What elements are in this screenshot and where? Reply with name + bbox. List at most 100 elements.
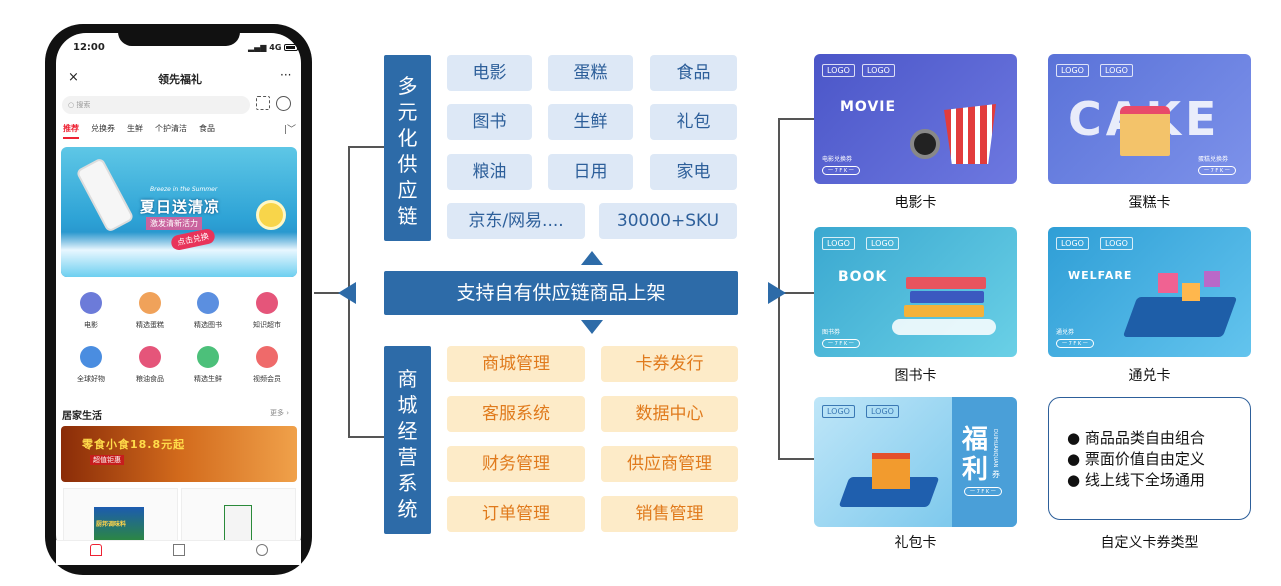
supply-item-grain: 粮油 bbox=[447, 154, 532, 190]
feature-text: 票面价值自由定义 bbox=[1084, 450, 1205, 468]
icon-label-book: 精选图书 bbox=[194, 321, 222, 329]
scan-icon[interactable] bbox=[256, 96, 270, 110]
status-time: 12:00 bbox=[73, 42, 105, 53]
promo-strip[interactable] bbox=[61, 426, 297, 482]
status-indicators: ▂▄▆ 4G bbox=[248, 43, 299, 52]
video-icon[interactable] bbox=[256, 346, 278, 368]
user-icon[interactable] bbox=[256, 544, 268, 556]
card-word-suffix: 券 bbox=[992, 470, 1000, 479]
globe-icon[interactable] bbox=[80, 346, 102, 368]
supply-item-book: 图书 bbox=[447, 104, 532, 140]
message-icon[interactable] bbox=[276, 96, 291, 111]
search-icon: ○ bbox=[68, 101, 75, 109]
product-image bbox=[94, 507, 144, 543]
icon-label-video: 视频会员 bbox=[253, 375, 281, 383]
banner-english: Breeze in the Summer bbox=[150, 186, 218, 193]
label-char: 化 bbox=[397, 126, 418, 150]
card-word: MOVIE bbox=[840, 99, 897, 115]
label-char: 元 bbox=[397, 100, 418, 124]
tab-fresh[interactable]: 生鲜 bbox=[127, 124, 143, 133]
close-icon[interactable]: × bbox=[68, 70, 79, 85]
label-char: 统 bbox=[397, 497, 418, 521]
grain-icon[interactable] bbox=[139, 346, 161, 368]
arrow-right-icon bbox=[768, 282, 786, 304]
arrow-up-icon bbox=[581, 251, 603, 265]
card-small-text: 电影兑换券 bbox=[822, 156, 853, 163]
tab-recommend[interactable]: 推荐 bbox=[63, 123, 79, 139]
product-card[interactable] bbox=[181, 488, 296, 545]
card-pill: 一 7 F K 一 bbox=[1198, 166, 1236, 175]
signal-icon: ▂▄▆ bbox=[248, 43, 267, 52]
icon-label-grain: 粮油食品 bbox=[136, 375, 164, 383]
tab-care[interactable]: 个护清洁 bbox=[155, 124, 187, 133]
banner-subtitle: 激发清新活力 bbox=[146, 217, 202, 230]
film-icon[interactable] bbox=[80, 292, 102, 314]
gift-card[interactable]: LOGO LOGO 福利 DUIHUANQUAN 券 一 7 F K 一 bbox=[814, 397, 1017, 527]
logo-tag: LOGO bbox=[1100, 64, 1133, 77]
more-label: 更多 bbox=[270, 409, 284, 417]
logo-tag: LOGO bbox=[822, 237, 855, 250]
welfare-card[interactable]: LOGO LOGO WELFARE 通兑券 一 7 F K 一 bbox=[1048, 227, 1251, 357]
phone-platform-image bbox=[1122, 297, 1238, 337]
mall-item-data: 数据中心 bbox=[601, 396, 738, 432]
movie-card[interactable]: LOGO LOGO MOVIE 电影兑换券 一 7 F K 一 bbox=[814, 54, 1017, 184]
label-char: 链 bbox=[397, 204, 418, 228]
promo-sub: 超值钜惠 bbox=[90, 455, 124, 465]
logo-tag: LOGO bbox=[866, 405, 899, 418]
icon-label-fresh: 精选生鲜 bbox=[194, 375, 222, 383]
popcorn-image bbox=[944, 104, 996, 164]
icon-label-knowledge: 知识超市 bbox=[253, 321, 281, 329]
apple-icon[interactable] bbox=[197, 346, 219, 368]
card-label-gift: 礼包卡 bbox=[894, 535, 937, 551]
icon-grid: 电影 精选蛋糕 精选图书 知识超市 全球好物 粮油食品 精选生鲜 视频会员 bbox=[61, 286, 297, 396]
gift-box-image bbox=[1182, 283, 1200, 301]
mall-item-sales: 销售管理 bbox=[601, 496, 738, 532]
graduation-icon[interactable] bbox=[256, 292, 278, 314]
book-card[interactable]: LOGO LOGO BOOK 图书券 一 7 F K 一 bbox=[814, 227, 1017, 357]
promo-text: 零食小食18.8元起 bbox=[82, 438, 186, 451]
supply-chain-label: 多 元 化 供 应 链 bbox=[384, 55, 431, 241]
supply-item-cake: 蛋糕 bbox=[548, 55, 633, 91]
card-pill: 一 7 F K 一 bbox=[964, 487, 1002, 496]
cake-card[interactable]: LOGO LOGO CAKE 蛋糕兑换券 一 7 F K 一 bbox=[1048, 54, 1251, 184]
center-banner: 支持自有供应链商品上架 bbox=[384, 271, 738, 315]
more-icon[interactable]: ··· bbox=[280, 68, 292, 82]
label-char: 供 bbox=[397, 152, 418, 176]
logo-tag: LOGO bbox=[822, 405, 855, 418]
mall-item-order: 订单管理 bbox=[447, 496, 585, 532]
tab-coupon[interactable]: 兑换券 bbox=[91, 124, 115, 133]
product-image bbox=[224, 505, 252, 545]
chevron-down-icon[interactable]: |﹀ bbox=[284, 125, 297, 135]
mall-system-label: 商 城 经 营 系 统 bbox=[384, 346, 431, 534]
section-more-link[interactable]: 更多 › bbox=[270, 409, 290, 417]
book-icon[interactable] bbox=[197, 292, 219, 314]
gift-box-image bbox=[1158, 273, 1178, 293]
search-placeholder: 搜索 bbox=[76, 101, 91, 109]
mall-item-service: 客服系统 bbox=[447, 396, 585, 432]
card-small-text: 蛋糕兑换券 bbox=[1198, 156, 1229, 163]
cart-icon[interactable] bbox=[173, 544, 185, 556]
card-small-text: 通兑券 bbox=[1056, 329, 1075, 336]
tab-food[interactable]: 食品 bbox=[199, 124, 215, 133]
label-char: 商 bbox=[397, 367, 418, 391]
supply-item-sku: 30000+SKU bbox=[599, 203, 737, 239]
category-tabs: 推荐 兑换券 生鲜 个护清洁 食品 bbox=[63, 123, 295, 139]
search-input[interactable]: ○ 搜索 bbox=[62, 96, 250, 114]
card-pill: 一 7 F K 一 bbox=[822, 166, 860, 175]
card-label-welfare: 通兑卡 bbox=[1128, 368, 1171, 384]
label-char: 经 bbox=[397, 419, 418, 443]
product-text: 厨邦调味料 bbox=[96, 521, 127, 528]
product-card[interactable]: 厨邦调味料 bbox=[63, 488, 178, 544]
book-image bbox=[904, 305, 984, 317]
home-icon[interactable] bbox=[90, 544, 102, 556]
battery-icon bbox=[284, 44, 299, 51]
label-char: 系 bbox=[397, 471, 418, 495]
label-char: 多 bbox=[397, 74, 418, 98]
mall-item-mall-mgmt: 商城管理 bbox=[447, 346, 585, 382]
cake-icon[interactable] bbox=[139, 292, 161, 314]
icon-label-cake: 精选蛋糕 bbox=[136, 321, 164, 329]
card-pill: 一 7 F K 一 bbox=[1056, 339, 1094, 348]
mall-item-coupon-issue: 卡券发行 bbox=[601, 346, 738, 382]
phone-link-line bbox=[314, 292, 348, 294]
feature-list: ● 商品品类自由组合 ● 票面价值自由定义 ● 线上线下全场通用 bbox=[1067, 428, 1205, 491]
